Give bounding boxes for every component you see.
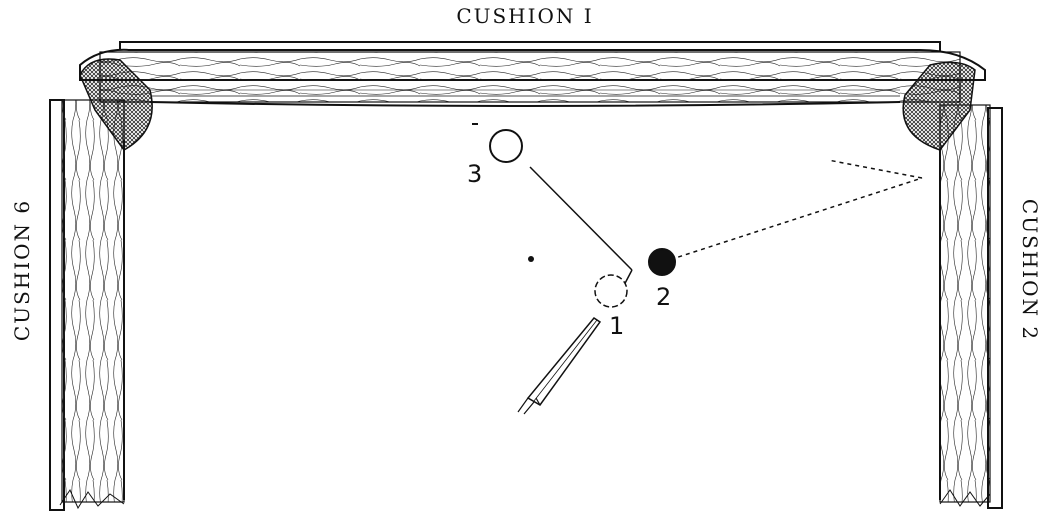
left-rail [49, 99, 125, 511]
cushion-one-label: CUSHION I [456, 4, 594, 28]
ball-one-number: 1 [609, 312, 625, 340]
solid-path-line [529, 166, 633, 271]
ball-one [594, 274, 628, 308]
spot-marker [528, 256, 534, 262]
ball-three-number: 3 [467, 160, 483, 188]
cushion-two-label: CUSHION 2 [1018, 198, 1042, 342]
top-rail [79, 41, 986, 107]
top-left-pocket [79, 58, 153, 151]
ball-two-number: 2 [656, 283, 672, 311]
dotted-path-1 [662, 177, 923, 263]
right-rail [939, 104, 1003, 509]
cue-stick [517, 317, 602, 415]
dotted-path-2 [827, 159, 923, 179]
cushion-six-label: CUSHION 6 [10, 198, 34, 342]
ball-three [489, 129, 523, 163]
ball-two [648, 248, 676, 276]
top-right-pocket [902, 61, 976, 151]
